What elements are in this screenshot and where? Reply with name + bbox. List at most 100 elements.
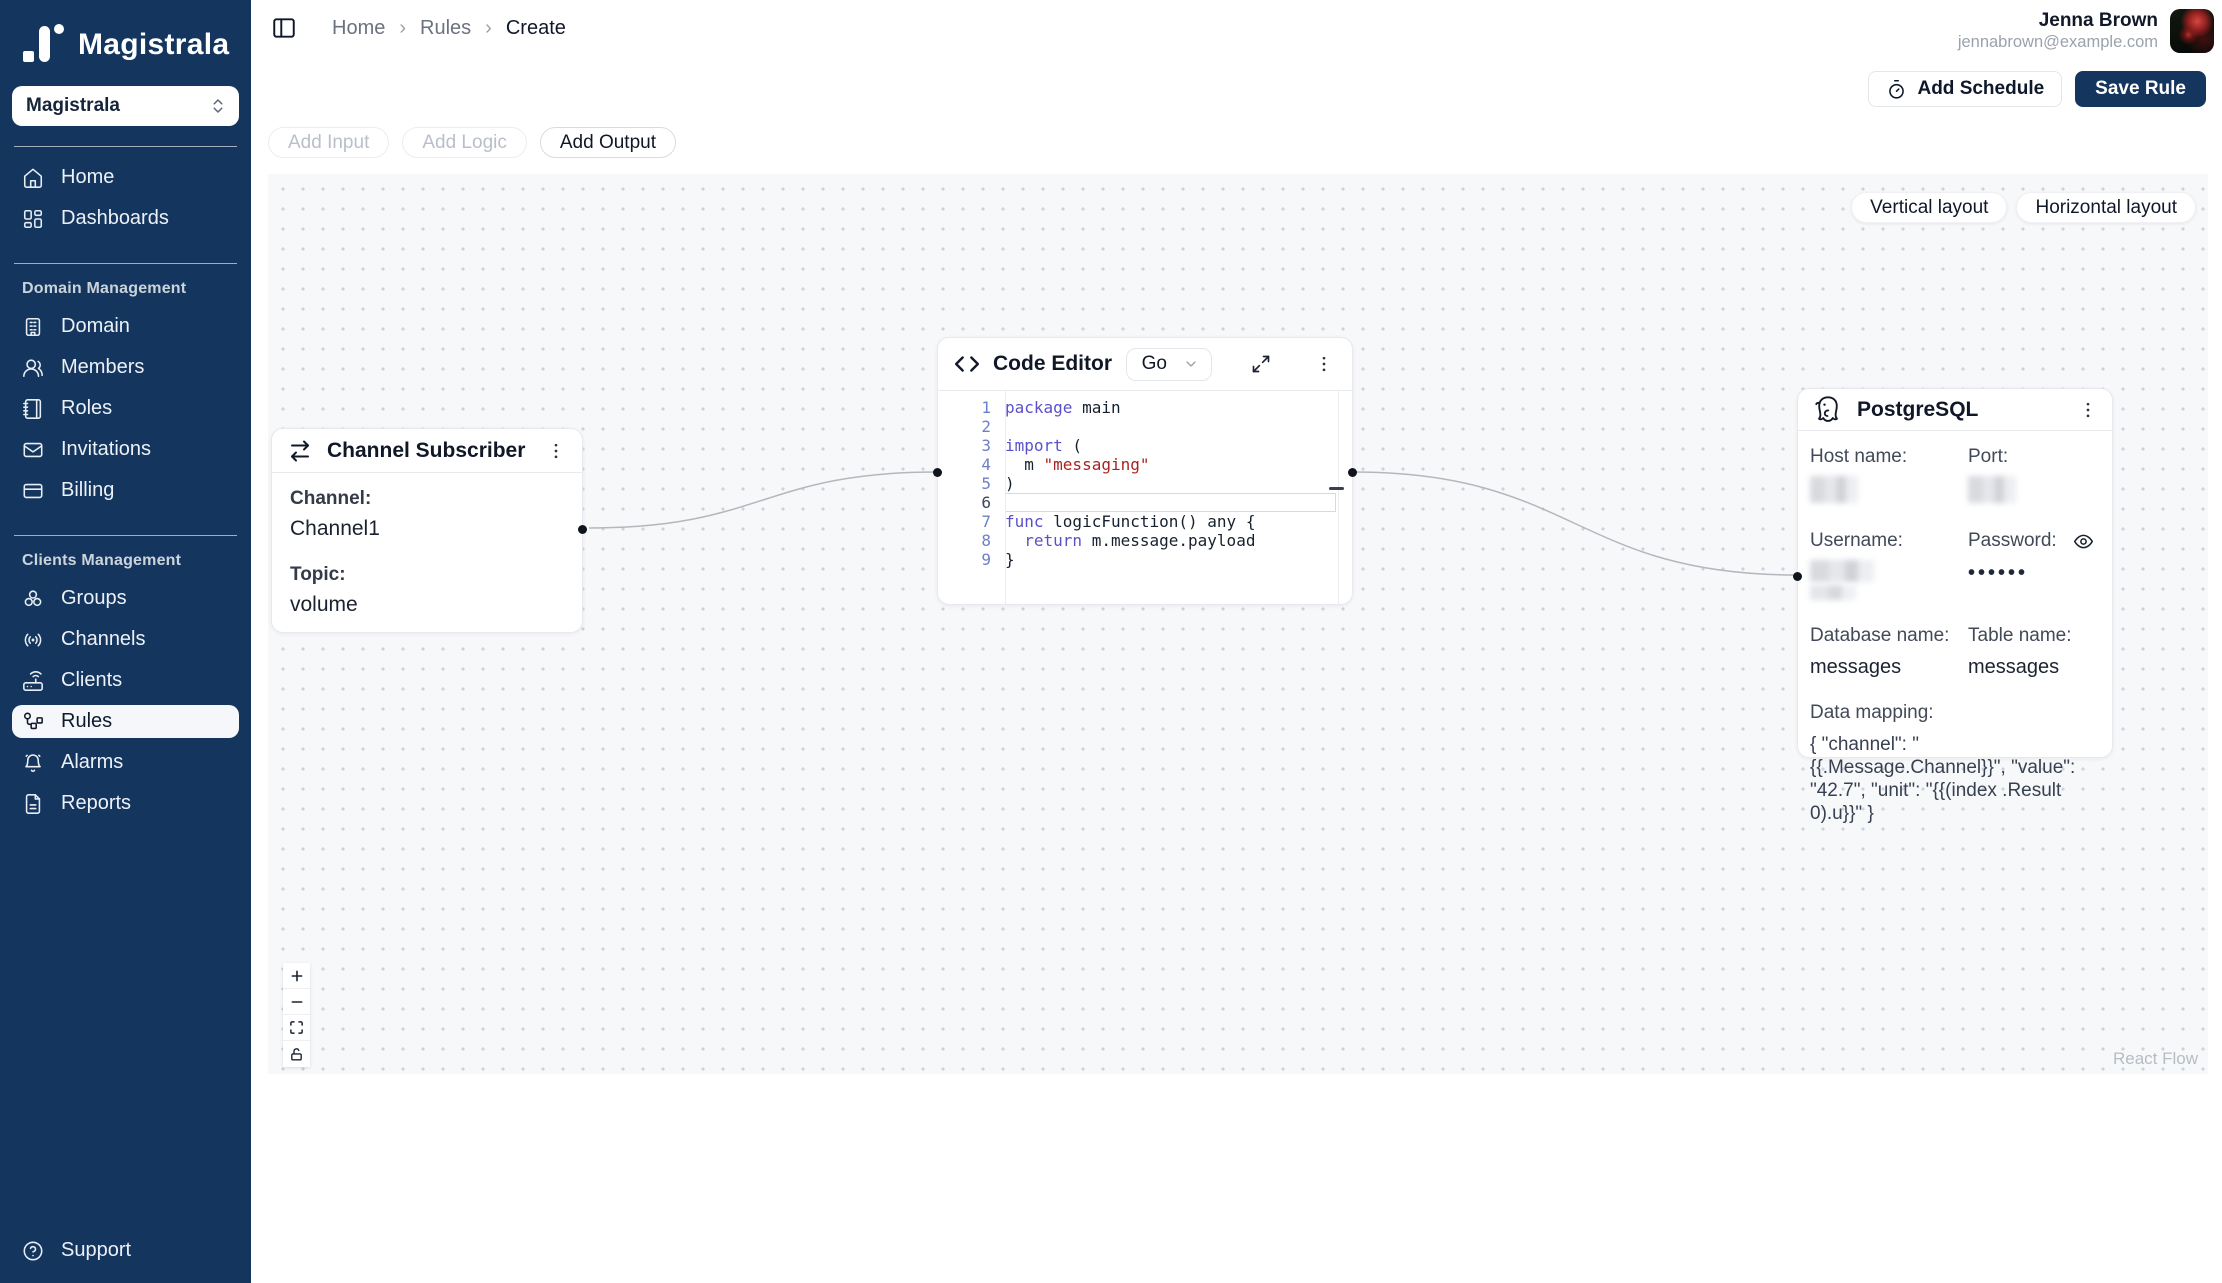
line-number: 2 (981, 417, 991, 436)
target-handle[interactable] (933, 468, 942, 477)
code-line[interactable]: 4 m "messaging" (938, 455, 1352, 474)
target-handle[interactable] (1793, 572, 1802, 581)
add-schedule-button[interactable]: Add Schedule (1868, 71, 2063, 107)
line-number: 8 (981, 531, 991, 550)
pg-row-host-port: Host name: Port: (1810, 446, 2100, 503)
language-value: Go (1141, 353, 1167, 374)
code-line[interactable]: 9} (938, 550, 1352, 569)
fit-view-icon (290, 1021, 303, 1034)
sidebar-section-title: Clients Management (22, 552, 182, 569)
source-handle[interactable] (578, 525, 587, 534)
sidebar-item-home[interactable]: Home (12, 161, 239, 194)
node-title: Code Editor (993, 352, 1112, 375)
main-content: Home › Rules › Create Jenna Brown jennab… (251, 0, 2222, 1283)
node-body: Host name: Port: Username: (1798, 431, 2112, 839)
language-select[interactable]: Go (1125, 347, 1212, 381)
sidebar-item-support[interactable]: Support (12, 1234, 239, 1267)
sidebar: Magistrala Magistrala Home Dashboards Do… (0, 0, 251, 1283)
fit-view-button[interactable] (283, 1015, 310, 1041)
topic-label: Topic: (290, 564, 346, 585)
zoom-in-button[interactable] (283, 963, 310, 989)
table-label: Table name: (1968, 625, 2072, 646)
breadcrumb-home[interactable]: Home (332, 17, 386, 39)
code-line[interactable]: 2 (938, 417, 1352, 436)
node-header: Code Editor Go (938, 338, 1352, 391)
show-password-button[interactable] (2073, 531, 2094, 552)
zoom-out-button[interactable] (283, 989, 310, 1015)
flow-canvas[interactable]: Vertical layout Horizontal layout Channe… (268, 174, 2208, 1074)
panel-left-icon (273, 18, 295, 38)
sidebar-item-groups[interactable]: Groups (12, 582, 239, 615)
sidebar-item-domain[interactable]: Domain (12, 310, 239, 343)
host-label: Host name: (1810, 446, 1908, 467)
file-text-icon (25, 793, 41, 814)
kebab-menu-icon[interactable] (2078, 400, 2098, 420)
code-line[interactable]: 8 return m.message.payload (938, 531, 1352, 550)
layout-buttons: Vertical layout Horizontal layout (1851, 192, 2196, 223)
code-line[interactable]: 6 (938, 493, 1352, 512)
scrollbar-track[interactable] (1338, 391, 1339, 604)
line-number: 5 (981, 474, 991, 493)
notebook-icon (23, 398, 42, 419)
host-field: Host name: (1810, 446, 1968, 503)
channel-value: Channel1 (290, 517, 380, 540)
edges-layer (588, 471, 1798, 576)
channel-subscriber-node[interactable]: Channel Subscriber Channel: Channel1 Top… (271, 428, 587, 633)
add-input-button[interactable]: Add Input (268, 127, 390, 158)
workspace-label: Magistrala (26, 95, 120, 116)
vertical-layout-button[interactable]: Vertical layout (1851, 192, 2008, 223)
user-email: jennabrown@example.com (1957, 33, 2158, 51)
scrollbar-thumb[interactable] (1329, 487, 1344, 490)
database-value: messages (1810, 656, 1902, 678)
sidebar-item-label: Members (61, 356, 145, 378)
sidebar-item-billing[interactable]: Billing (12, 474, 239, 507)
sidebar-item-rules[interactable]: Rules (12, 705, 239, 738)
data-mapping-label: Data mapping: (1810, 702, 1934, 723)
code-line-text: return m.message.payload (1024, 531, 1256, 550)
node-title: Channel Subscriber (327, 438, 526, 462)
breadcrumb-rules[interactable]: Rules (420, 17, 472, 39)
add-logic-button[interactable]: Add Logic (402, 127, 527, 158)
sidebar-item-dashboards[interactable]: Dashboards (12, 202, 239, 235)
horizontal-layout-button[interactable]: Horizontal layout (2016, 192, 2196, 223)
sidebar-item-reports[interactable]: Reports (12, 787, 239, 820)
sidebar-item-invitations[interactable]: Invitations (12, 433, 239, 466)
sidebar-item-members[interactable]: Members (12, 351, 239, 384)
username-value-redacted (1810, 585, 1856, 600)
code-line-text (1005, 493, 1336, 512)
sidebar-item-label: Alarms (61, 751, 124, 773)
sidebar-item-roles[interactable]: Roles (12, 392, 239, 425)
sidebar-toggle-button[interactable] (271, 15, 297, 44)
line-number: 4 (981, 455, 991, 474)
postgresql-node[interactable]: PostgreSQL Host name: Port: (1793, 388, 2113, 824)
kebab-menu-icon[interactable] (546, 441, 566, 461)
workflow-icon (23, 712, 43, 729)
save-rule-button[interactable]: Save Rule (2075, 71, 2206, 107)
avatar[interactable] (2170, 9, 2214, 53)
line-number: 6 (981, 493, 991, 512)
table-field: Table name: messages (1968, 625, 2100, 679)
code-line[interactable]: 5) (938, 474, 1352, 493)
sidebar-item-clients[interactable]: Clients (12, 664, 239, 697)
data-mapping-field: Data mapping: { "channel": "{{.Message.C… (1810, 702, 2100, 839)
code-line-text (1005, 417, 1336, 436)
sidebar-divider (14, 263, 237, 264)
line-number: 7 (981, 512, 991, 531)
node-title: PostgreSQL (1857, 397, 1979, 421)
kebab-menu-icon[interactable] (1314, 354, 1334, 374)
sidebar-item-alarms[interactable]: Alarms (12, 746, 239, 779)
source-handle[interactable] (1348, 468, 1357, 477)
sidebar-item-channels[interactable]: Channels (12, 623, 239, 656)
user-menu: Jenna Brown jennabrown@example.com (1958, 9, 2214, 53)
workspace-selector[interactable]: Magistrala (12, 86, 239, 126)
sidebar-item-label: Reports (61, 792, 132, 814)
port-value-redacted (1968, 476, 2016, 503)
add-output-button[interactable]: Add Output (539, 127, 676, 158)
lock-toggle-button[interactable] (283, 1041, 310, 1067)
expand-button[interactable] (1251, 354, 1271, 374)
